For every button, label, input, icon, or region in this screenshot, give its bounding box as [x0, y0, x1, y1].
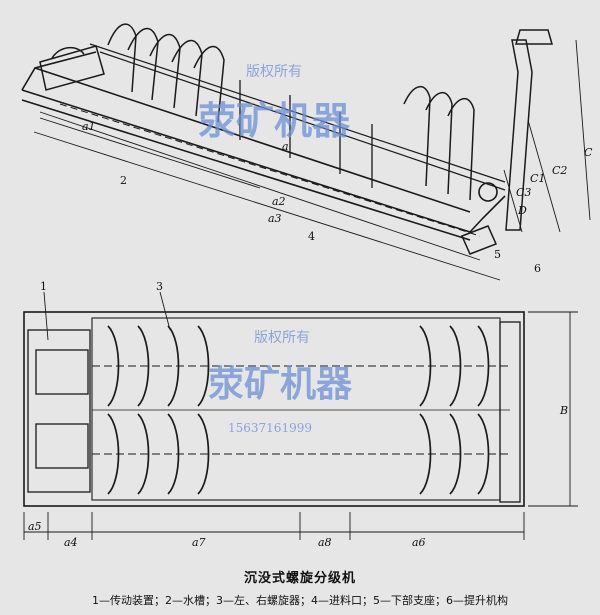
classifier-drawing: 2 4 5 6 a1 a a2 a3 C C1 C2 C3 D	[21, 23, 593, 549]
tank-top-rail	[89, 43, 506, 191]
tank-trough	[21, 51, 506, 241]
watermark-lower: 版权所有 荥矿机器 15637161999	[208, 330, 353, 435]
leader-3	[159, 291, 171, 331]
lower-right-blades	[419, 413, 490, 495]
drive-motor-upper	[35, 349, 89, 395]
dim-label-b: B	[559, 404, 568, 417]
spiral-axis	[59, 103, 481, 237]
upper-right-blades	[419, 325, 490, 407]
watermark-phone: 15637161999	[228, 421, 312, 435]
dim-label-a3: a3	[268, 212, 282, 225]
right-dimension-line	[528, 311, 578, 507]
dim-label-c: C	[584, 146, 593, 159]
dim-label-d: D	[517, 204, 527, 217]
bottom-dimension-line	[23, 512, 525, 540]
watermark-brand: 荥矿机器	[198, 98, 351, 143]
dim-label-c1: C1	[530, 172, 545, 185]
dim-label-a4: a4	[64, 536, 78, 549]
lower-support	[460, 225, 498, 255]
lifting-mechanism	[505, 29, 553, 231]
lower-left-blades	[107, 413, 210, 495]
dim-label-c3: C3	[516, 186, 531, 199]
drive-motor-lower	[35, 423, 89, 469]
dim-label-c2: C2	[552, 164, 567, 177]
part-label-6: 6	[534, 262, 541, 275]
top-view	[23, 291, 578, 540]
dim-label-a6: a6	[412, 536, 426, 549]
dim-label-a1: a1	[82, 120, 96, 133]
tail-spiral-blades	[403, 86, 475, 201]
watermark-top-text-2: 版权所有	[254, 330, 310, 346]
part-label-5: 5	[494, 248, 501, 261]
tank-stiffeners	[239, 80, 373, 188]
dim-label-a5: a5	[28, 520, 42, 533]
part-label-4: 4	[308, 230, 315, 243]
figure-title: 沉没式螺旋分级机	[243, 571, 356, 586]
watermark-top-text: 版权所有	[246, 64, 302, 80]
head-spiral-blades	[107, 23, 225, 123]
upper-left-blades	[107, 325, 210, 407]
drive-unit	[39, 45, 105, 91]
lifting-wheel	[478, 182, 498, 202]
part-label-3: 3	[156, 280, 163, 293]
figure-legend: 1—传动装置；2—水槽；3—左、右螺旋器；4—进料口；5—下部支座；6—提升机构	[92, 594, 508, 607]
drive-frame	[27, 329, 91, 493]
part-label-2: 2	[120, 174, 127, 187]
side-view	[21, 23, 591, 281]
dim-label-a8: a8	[318, 536, 332, 549]
dim-label-a: a	[282, 140, 289, 153]
side-dimension-lines	[33, 39, 591, 281]
part-label-1: 1	[40, 280, 47, 293]
dim-label-a7: a7	[192, 536, 206, 549]
dim-label-a2: a2	[272, 195, 286, 208]
watermark-upper: 版权所有 荥矿机器	[198, 64, 351, 143]
tail-bearing-frame	[499, 321, 521, 503]
tank-outline	[23, 311, 525, 507]
top-view-labels: 1 3 a5 a4 a7 a8 a6 B	[28, 280, 568, 549]
leader-1	[43, 291, 49, 341]
side-view-labels: 2 4 5 6 a1 a a2 a3 C C1 C2 C3 D	[82, 120, 593, 275]
watermark-brand-2: 荥矿机器	[208, 363, 353, 405]
